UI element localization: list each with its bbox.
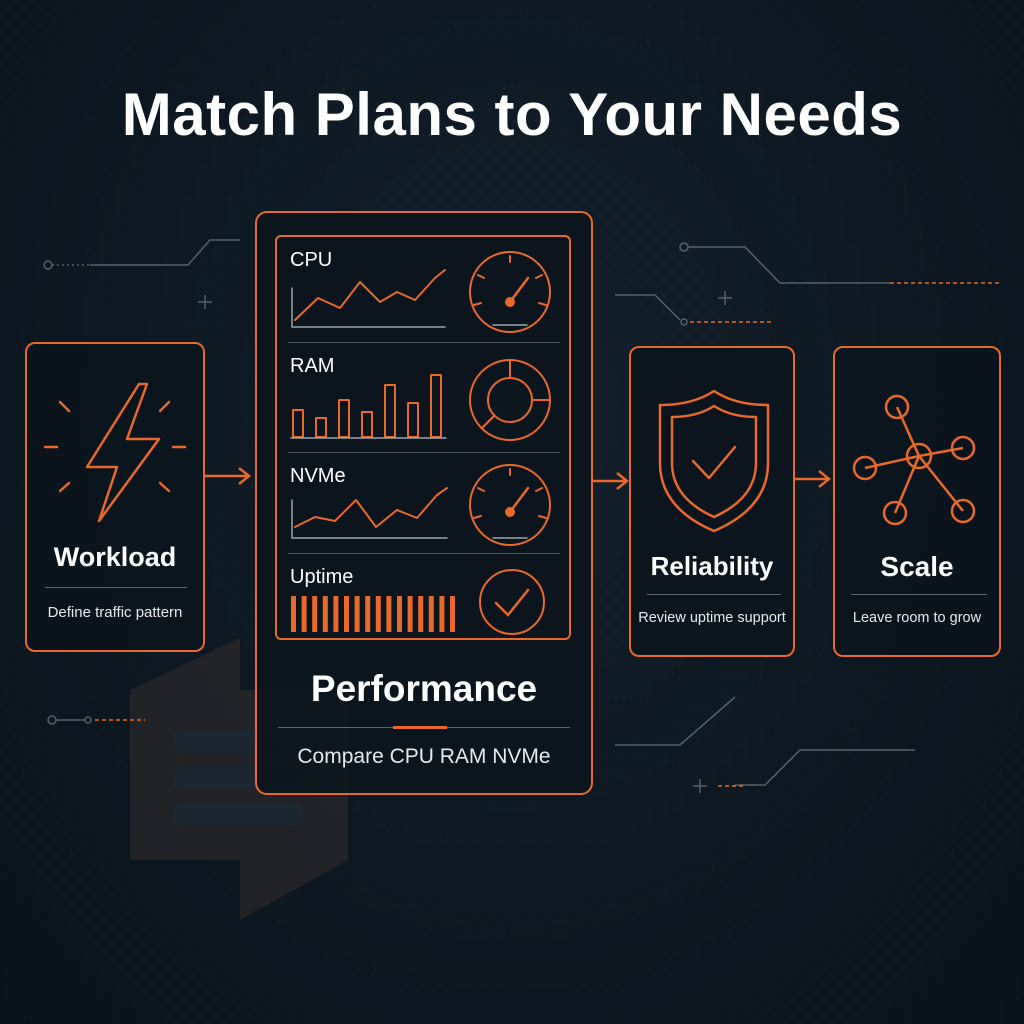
metric-label-nvme: NVMe — [290, 465, 346, 487]
arrow-right-icon — [795, 470, 832, 488]
scale-title: Scale — [880, 551, 954, 582]
page-title: Match Plans to Your Needs — [121, 81, 903, 148]
workload-subtitle: Define traffic pattern — [47, 604, 183, 621]
workload-card: Workload Define traffic pattern — [25, 342, 205, 652]
reliability-subtitle: Review uptime support — [638, 610, 786, 626]
arrow-right-icon — [593, 472, 630, 490]
reliability-title: Reliability — [650, 551, 774, 581]
scale-card: Scale Leave room to grow — [833, 346, 1001, 657]
metric-label-cpu: CPU — [290, 249, 333, 271]
metrics-panel — [275, 235, 571, 640]
lightning-bolt-icon — [43, 382, 187, 523]
workload-divider — [45, 587, 187, 588]
reliability-card: Reliability Review uptime support — [629, 346, 795, 657]
metric-label-uptime: Uptime — [290, 566, 354, 588]
scale-divider — [851, 594, 987, 595]
metric-divider — [288, 553, 560, 554]
performance-subtitle: Compare CPU RAM NVMe — [297, 745, 551, 768]
metric-divider — [288, 452, 560, 453]
shield-check-icon — [658, 389, 770, 533]
network-nodes-icon — [852, 394, 976, 526]
metric-divider — [288, 342, 560, 343]
performance-title: Performance — [310, 668, 538, 709]
scale-subtitle: Leave room to grow — [852, 610, 982, 626]
performance-divider-accent — [393, 726, 447, 729]
metric-label-ram: RAM — [290, 355, 335, 377]
reliability-divider — [647, 594, 781, 595]
arrow-right-icon — [205, 467, 252, 485]
workload-title: Workload — [53, 542, 177, 572]
